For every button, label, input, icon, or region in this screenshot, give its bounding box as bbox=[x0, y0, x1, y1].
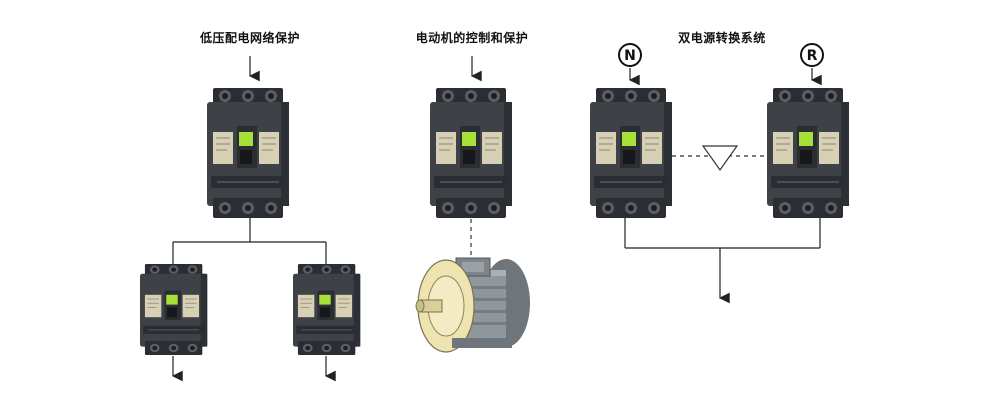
branch-breaker-left bbox=[139, 263, 209, 356]
title-dual-power-transfer: 双电源转换系统 bbox=[678, 31, 766, 45]
reserve-source-breaker bbox=[766, 87, 850, 219]
dual-power-group: N R bbox=[589, 43, 850, 304]
low-voltage-group bbox=[139, 56, 362, 382]
motor-breaker bbox=[429, 87, 513, 219]
interlock-triangle bbox=[701, 145, 739, 172]
normal-source-breaker bbox=[589, 87, 673, 219]
normal-source-label: N bbox=[624, 48, 636, 64]
motor-icon bbox=[415, 257, 530, 353]
normal-source-badge bbox=[618, 43, 642, 67]
reserve-source-badge bbox=[800, 43, 824, 67]
title-low-voltage-protection: 低压配电网络保护 bbox=[199, 31, 301, 45]
reserve-source-label: R bbox=[807, 48, 818, 64]
motor-group bbox=[415, 56, 530, 353]
branch-breaker-right bbox=[292, 263, 362, 356]
main-breaker bbox=[206, 87, 290, 219]
title-motor-control: 电动机的控制和保护 bbox=[415, 31, 529, 45]
